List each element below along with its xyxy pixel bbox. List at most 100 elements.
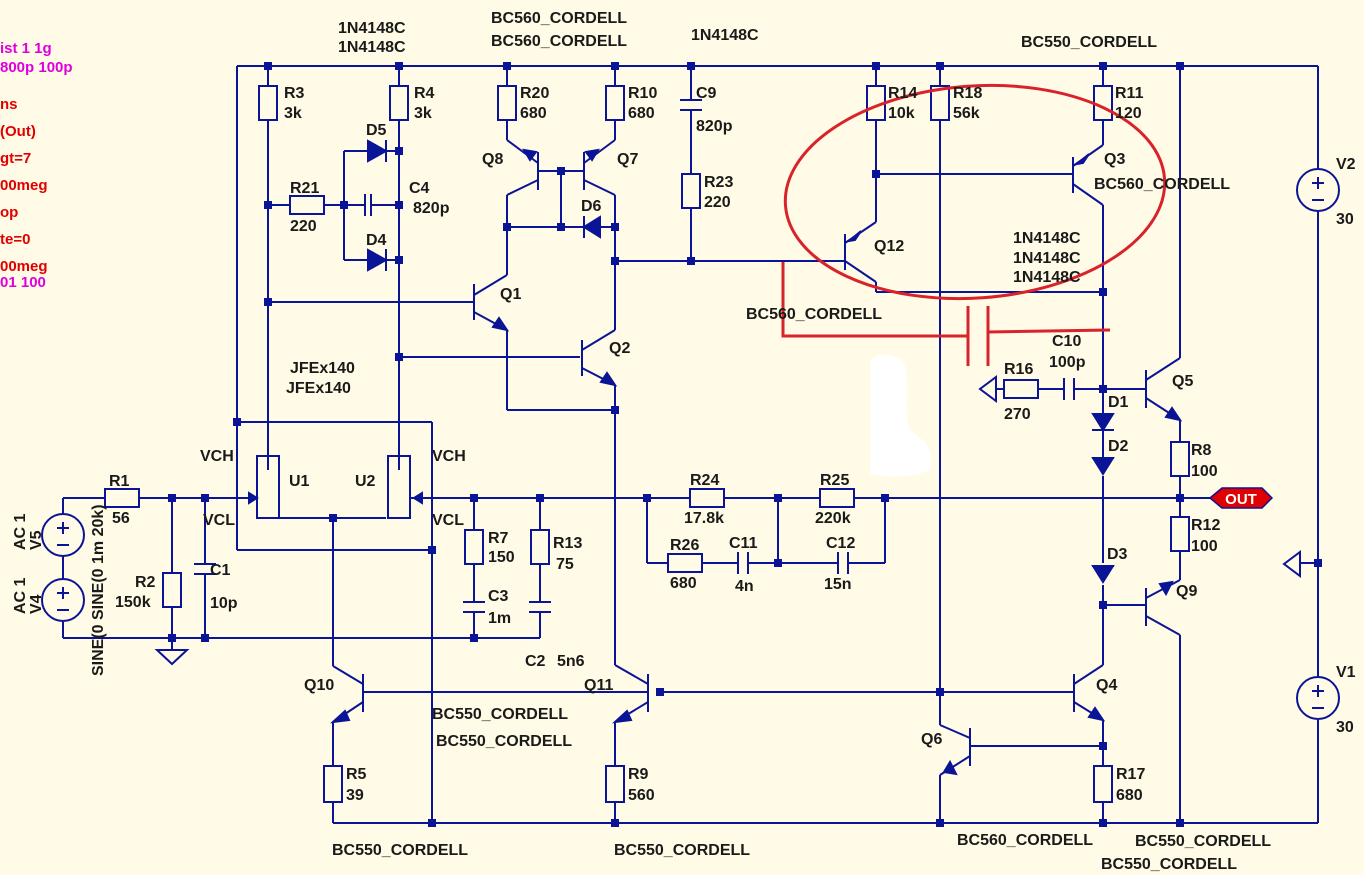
transistor-q2 — [581, 329, 618, 387]
transistor-q11 — [612, 664, 649, 724]
resistors — [104, 85, 1190, 803]
label: BC560_CORDELL — [957, 832, 1093, 849]
label: R7 — [488, 530, 509, 547]
label: D5 — [366, 122, 387, 139]
annotation-ellipse — [783, 83, 1167, 301]
label: R24 — [690, 472, 719, 489]
capacitor-c10 — [1063, 378, 1075, 400]
label: 75 — [556, 556, 574, 573]
label: Q7 — [617, 151, 638, 168]
ground-flag-r16 — [978, 375, 997, 403]
label: D1 — [1108, 394, 1129, 411]
label: R5 — [346, 766, 367, 783]
label: V2 — [1336, 156, 1356, 173]
label: R17 — [1116, 766, 1145, 783]
red-annotation — [781, 83, 1167, 366]
label: 560 — [628, 787, 655, 804]
directive-line: 800p 100p — [0, 59, 73, 76]
label: V4 — [28, 594, 45, 614]
resistor-r5 — [323, 765, 343, 803]
source-v4 — [41, 578, 85, 622]
out-label: OUT — [1225, 491, 1257, 508]
label: 680 — [520, 105, 547, 122]
wires — [62, 65, 1319, 824]
capacitor-c1 — [194, 563, 216, 575]
label: R14 — [888, 85, 917, 102]
label: 56k — [953, 105, 980, 122]
jfet-u1 — [237, 455, 280, 519]
directive-line: op — [0, 204, 18, 221]
label: BC550_CORDELL — [432, 706, 568, 723]
label: BC550_CORDELL — [332, 842, 468, 859]
resistor-r12 — [1170, 516, 1190, 552]
label: 15n — [824, 576, 852, 593]
source-v1 — [1296, 676, 1340, 720]
resistor-r9 — [605, 765, 625, 803]
jfet-u2 — [387, 455, 432, 519]
label: 680 — [1116, 787, 1143, 804]
label: BC560_CORDELL — [746, 306, 882, 323]
label: R9 — [628, 766, 649, 783]
label: BC550_CORDELL — [1021, 34, 1157, 51]
diode-d1 — [1091, 413, 1115, 432]
label: Q9 — [1176, 583, 1197, 600]
diode-d2 — [1091, 457, 1115, 476]
label: BC560_CORDELL — [1094, 176, 1230, 193]
label: Q2 — [609, 340, 630, 357]
resistor-r23 — [681, 173, 701, 209]
label: 220 — [704, 194, 731, 211]
label: 1N4148C — [691, 27, 759, 44]
label: 30 — [1336, 719, 1354, 736]
label: BC550_CORDELL — [614, 842, 750, 859]
directive-line: 01 100 — [0, 274, 46, 291]
label: C3 — [488, 588, 509, 605]
label: D4 — [366, 232, 387, 249]
label: VCH — [432, 448, 466, 465]
label: R11 — [1115, 85, 1144, 102]
label: Q8 — [482, 151, 503, 168]
label: R10 — [628, 85, 657, 102]
label: 150k — [115, 594, 151, 611]
label: C10 — [1052, 333, 1081, 350]
resistor-r17 — [1093, 765, 1113, 803]
voltage-sources — [41, 168, 1340, 720]
label: C11 — [729, 535, 758, 552]
label: 1N4148C — [338, 39, 406, 56]
capacitor-c12 — [837, 552, 849, 574]
diodes — [367, 139, 1115, 584]
resistor-r26 — [667, 553, 703, 573]
transistor-q7 — [583, 139, 616, 196]
label: C2 — [525, 653, 546, 670]
directive-line: 00meg — [0, 258, 48, 275]
capacitor-c2 — [529, 601, 551, 613]
capacitors — [194, 99, 1075, 613]
spice-directives: ist 1 1g 800p 100p ns (Out) gt=7 00meg o… — [0, 40, 73, 291]
label: 820p — [413, 200, 450, 217]
transistors — [330, 139, 1183, 776]
label: BC550_CORDELL — [1101, 856, 1237, 873]
label: 680 — [628, 105, 655, 122]
diode-d6 — [582, 215, 601, 239]
label: U2 — [355, 473, 376, 490]
label: Q5 — [1172, 373, 1193, 390]
label: BC550_CORDELL — [436, 733, 572, 750]
label: C1 — [210, 562, 231, 579]
label: VCL — [432, 512, 464, 529]
label: 10k — [888, 105, 915, 122]
label: V1 — [1336, 664, 1356, 681]
label: D3 — [1107, 546, 1128, 563]
label: 10p — [210, 595, 238, 612]
capacitor-c3 — [463, 601, 485, 613]
resistor-r3 — [258, 85, 278, 121]
label: BC560_CORDELL — [491, 10, 627, 27]
label: R2 — [135, 574, 156, 591]
transistor-q4 — [1073, 664, 1106, 722]
label: 680 — [670, 575, 697, 592]
label: 3k — [414, 105, 432, 122]
directive-line: gt=7 — [0, 150, 31, 167]
label: C4 — [409, 180, 430, 197]
annotation-wire — [987, 328, 1111, 334]
label: 1N4148C — [338, 20, 406, 37]
transistor-q5 — [1145, 357, 1183, 422]
resistor-r1 — [104, 488, 140, 508]
